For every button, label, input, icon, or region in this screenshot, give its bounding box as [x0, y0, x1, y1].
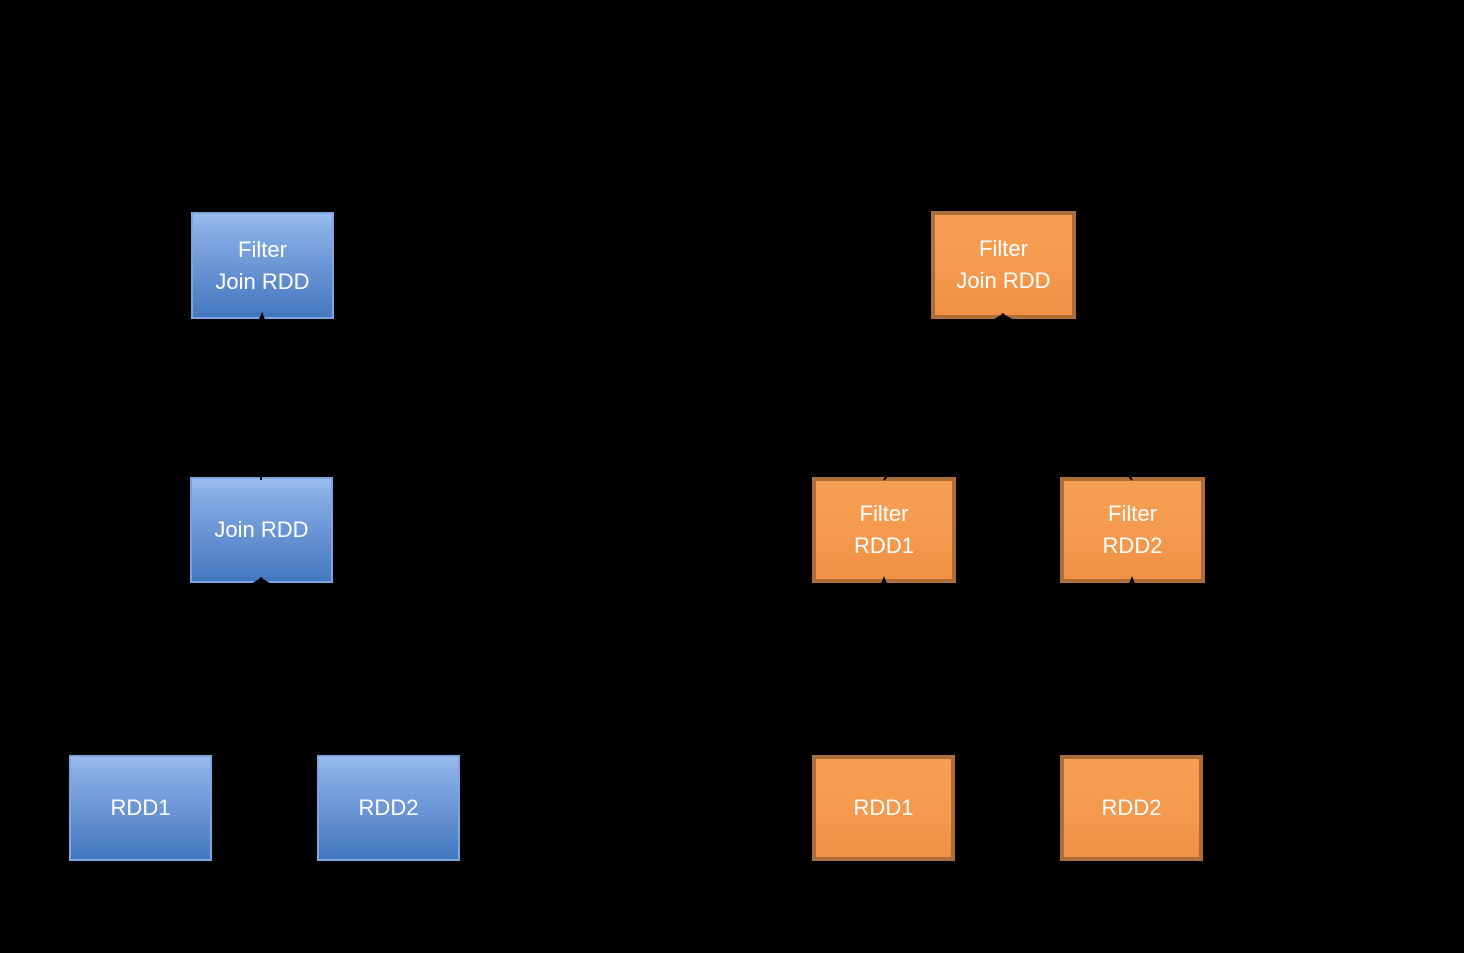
- node-filter-join-rdd-right: Filter Join RDD: [931, 211, 1076, 319]
- node-label: Join RDD: [214, 517, 309, 543]
- node-label: Filter Join RDD: [956, 236, 1051, 293]
- node-label: RDD1: [110, 795, 171, 821]
- node-rdd1-right: RDD1: [812, 755, 955, 861]
- node-label: RDD2: [358, 795, 419, 821]
- node-label: Filter RDD2: [1102, 501, 1163, 558]
- node-filter-rdd1-right: Filter RDD1: [812, 477, 956, 583]
- node-filter-join-rdd-left: Filter Join RDD: [191, 212, 334, 319]
- arrow-rdd1-to-join-left: [140, 576, 263, 753]
- arrow-filterrdd1-to-filterjoin-right: [883, 312, 1005, 481]
- node-rdd1-left: RDD1: [69, 755, 212, 861]
- node-label: Filter Join RDD: [215, 236, 310, 294]
- arrow-rdd2-to-join-left: [259, 576, 389, 753]
- node-label: RDD1: [853, 795, 914, 821]
- node-label: RDD2: [1101, 795, 1162, 821]
- node-join-rdd-left: Join RDD: [190, 477, 333, 583]
- node-filter-rdd2-right: Filter RDD2: [1060, 477, 1205, 583]
- arrow-filterrdd2-to-filterjoin-right: [1001, 312, 1133, 481]
- arrow-join-to-filterjoin-left: [252, 312, 271, 481]
- node-label: Filter RDD1: [854, 501, 914, 558]
- node-rdd2-right: RDD2: [1060, 755, 1203, 861]
- node-rdd2-left: RDD2: [317, 755, 460, 861]
